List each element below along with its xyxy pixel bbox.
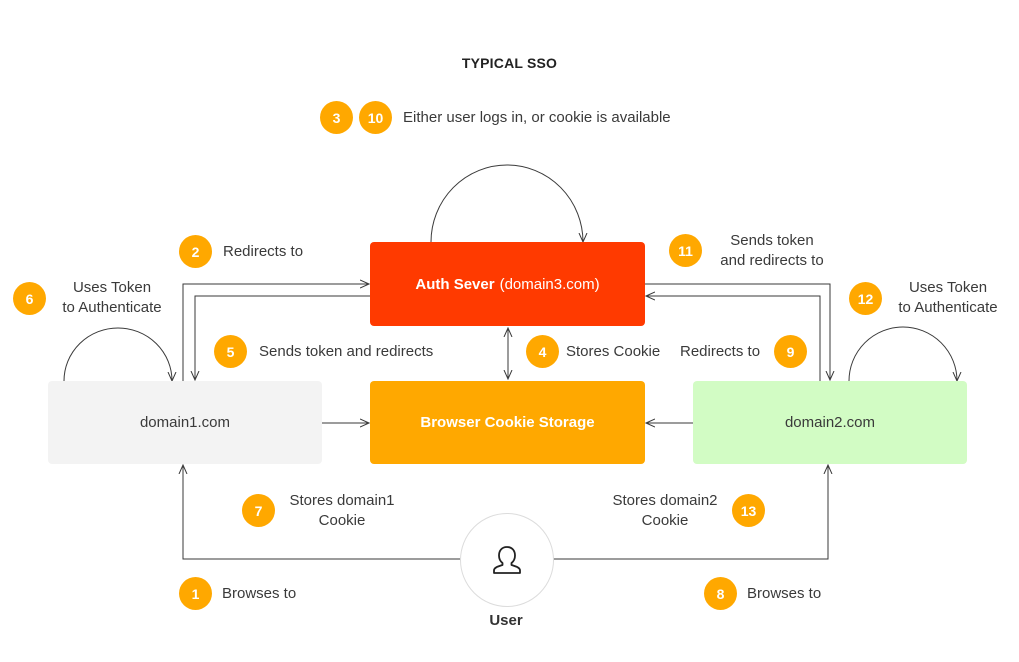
step-9-label: Redirects to — [680, 343, 761, 360]
auth-server-domain: (domain3.com) — [499, 275, 600, 293]
step-12-label-line2: to Authenticate — [898, 299, 998, 316]
step-8-label: Browses to — [747, 585, 822, 602]
step-badge-7: 7 — [242, 494, 275, 527]
step-12-label-line1: Uses Token — [908, 279, 988, 296]
step-13-label-line2: Cookie — [641, 512, 689, 529]
cookie-storage-node: Browser Cookie Storage — [370, 381, 645, 464]
step-5-label: Sends token and redirects — [259, 343, 434, 360]
step-7-label-line2: Cookie — [318, 512, 366, 529]
redirect-from-domain2-arrow — [646, 296, 821, 381]
auth-self-loop-arrow — [430, 164, 583, 242]
domain2-node: domain2.com — [693, 381, 967, 464]
token-to-domain2-arrow — [645, 283, 830, 380]
user-to-domain2-arrow — [552, 465, 828, 560]
step-7-label-line1: Stores domain1 — [289, 492, 395, 509]
step-11-label-line1: Sends token — [730, 232, 814, 249]
step-badge-8: 8 — [704, 577, 737, 610]
step-4-label: Stores Cookie — [566, 343, 661, 360]
step-badge-3: 3 — [320, 101, 353, 134]
domain1-node: domain1.com — [48, 381, 322, 464]
diagram-title: TYPICAL SSO — [461, 55, 558, 71]
step-11-label-line2: and redirects to — [720, 252, 824, 269]
step-1-label: Browses to — [222, 585, 297, 602]
step-badge-1: 1 — [179, 577, 212, 610]
step-6-label: Uses Token to Authenticate — [50, 278, 174, 318]
step-3-10-label: Either user logs in, or cookie is availa… — [403, 109, 671, 126]
step-7-label: Stores domain1 Cookie — [280, 491, 404, 531]
auth-server-node: Auth Sever (domain3.com) — [370, 242, 645, 326]
redirect-to-auth-arrow — [182, 284, 369, 381]
step-6-label-line2: to Authenticate — [62, 299, 162, 316]
step-6-label-line1: Uses Token — [72, 279, 152, 296]
domain1-label: domain1.com — [139, 414, 231, 431]
step-13-label: Stores domain2 Cookie — [603, 491, 727, 531]
user-label: User — [489, 612, 523, 629]
user-node — [460, 513, 554, 607]
step-2-label: Redirects to — [223, 243, 304, 260]
auth-server-name: Auth Sever — [415, 275, 495, 293]
step-12-label: Uses Token to Authenticate — [886, 278, 1010, 318]
step-badge-11: 11 — [669, 234, 702, 267]
step-badge-5: 5 — [214, 335, 247, 368]
user-to-domain1-arrow — [183, 465, 460, 560]
step-badge-10: 10 — [359, 101, 392, 134]
step-badge-2: 2 — [179, 235, 212, 268]
step-badge-12: 12 — [849, 282, 882, 315]
step-13-label-line1: Stores domain2 — [612, 492, 718, 509]
domain2-label: domain2.com — [784, 414, 876, 431]
step-badge-13: 13 — [732, 494, 765, 527]
step-badge-6: 6 — [13, 282, 46, 315]
token-to-domain1-arrow — [195, 295, 370, 380]
step-badge-4: 4 — [526, 335, 559, 368]
step-badge-9: 9 — [774, 335, 807, 368]
domain1-self-loop-arrow — [63, 327, 172, 381]
step-11-label: Sends token and redirects to — [708, 231, 836, 271]
cookie-storage-label: Browser Cookie Storage — [420, 414, 595, 431]
domain2-self-loop-arrow — [848, 326, 957, 381]
user-icon — [493, 546, 521, 574]
